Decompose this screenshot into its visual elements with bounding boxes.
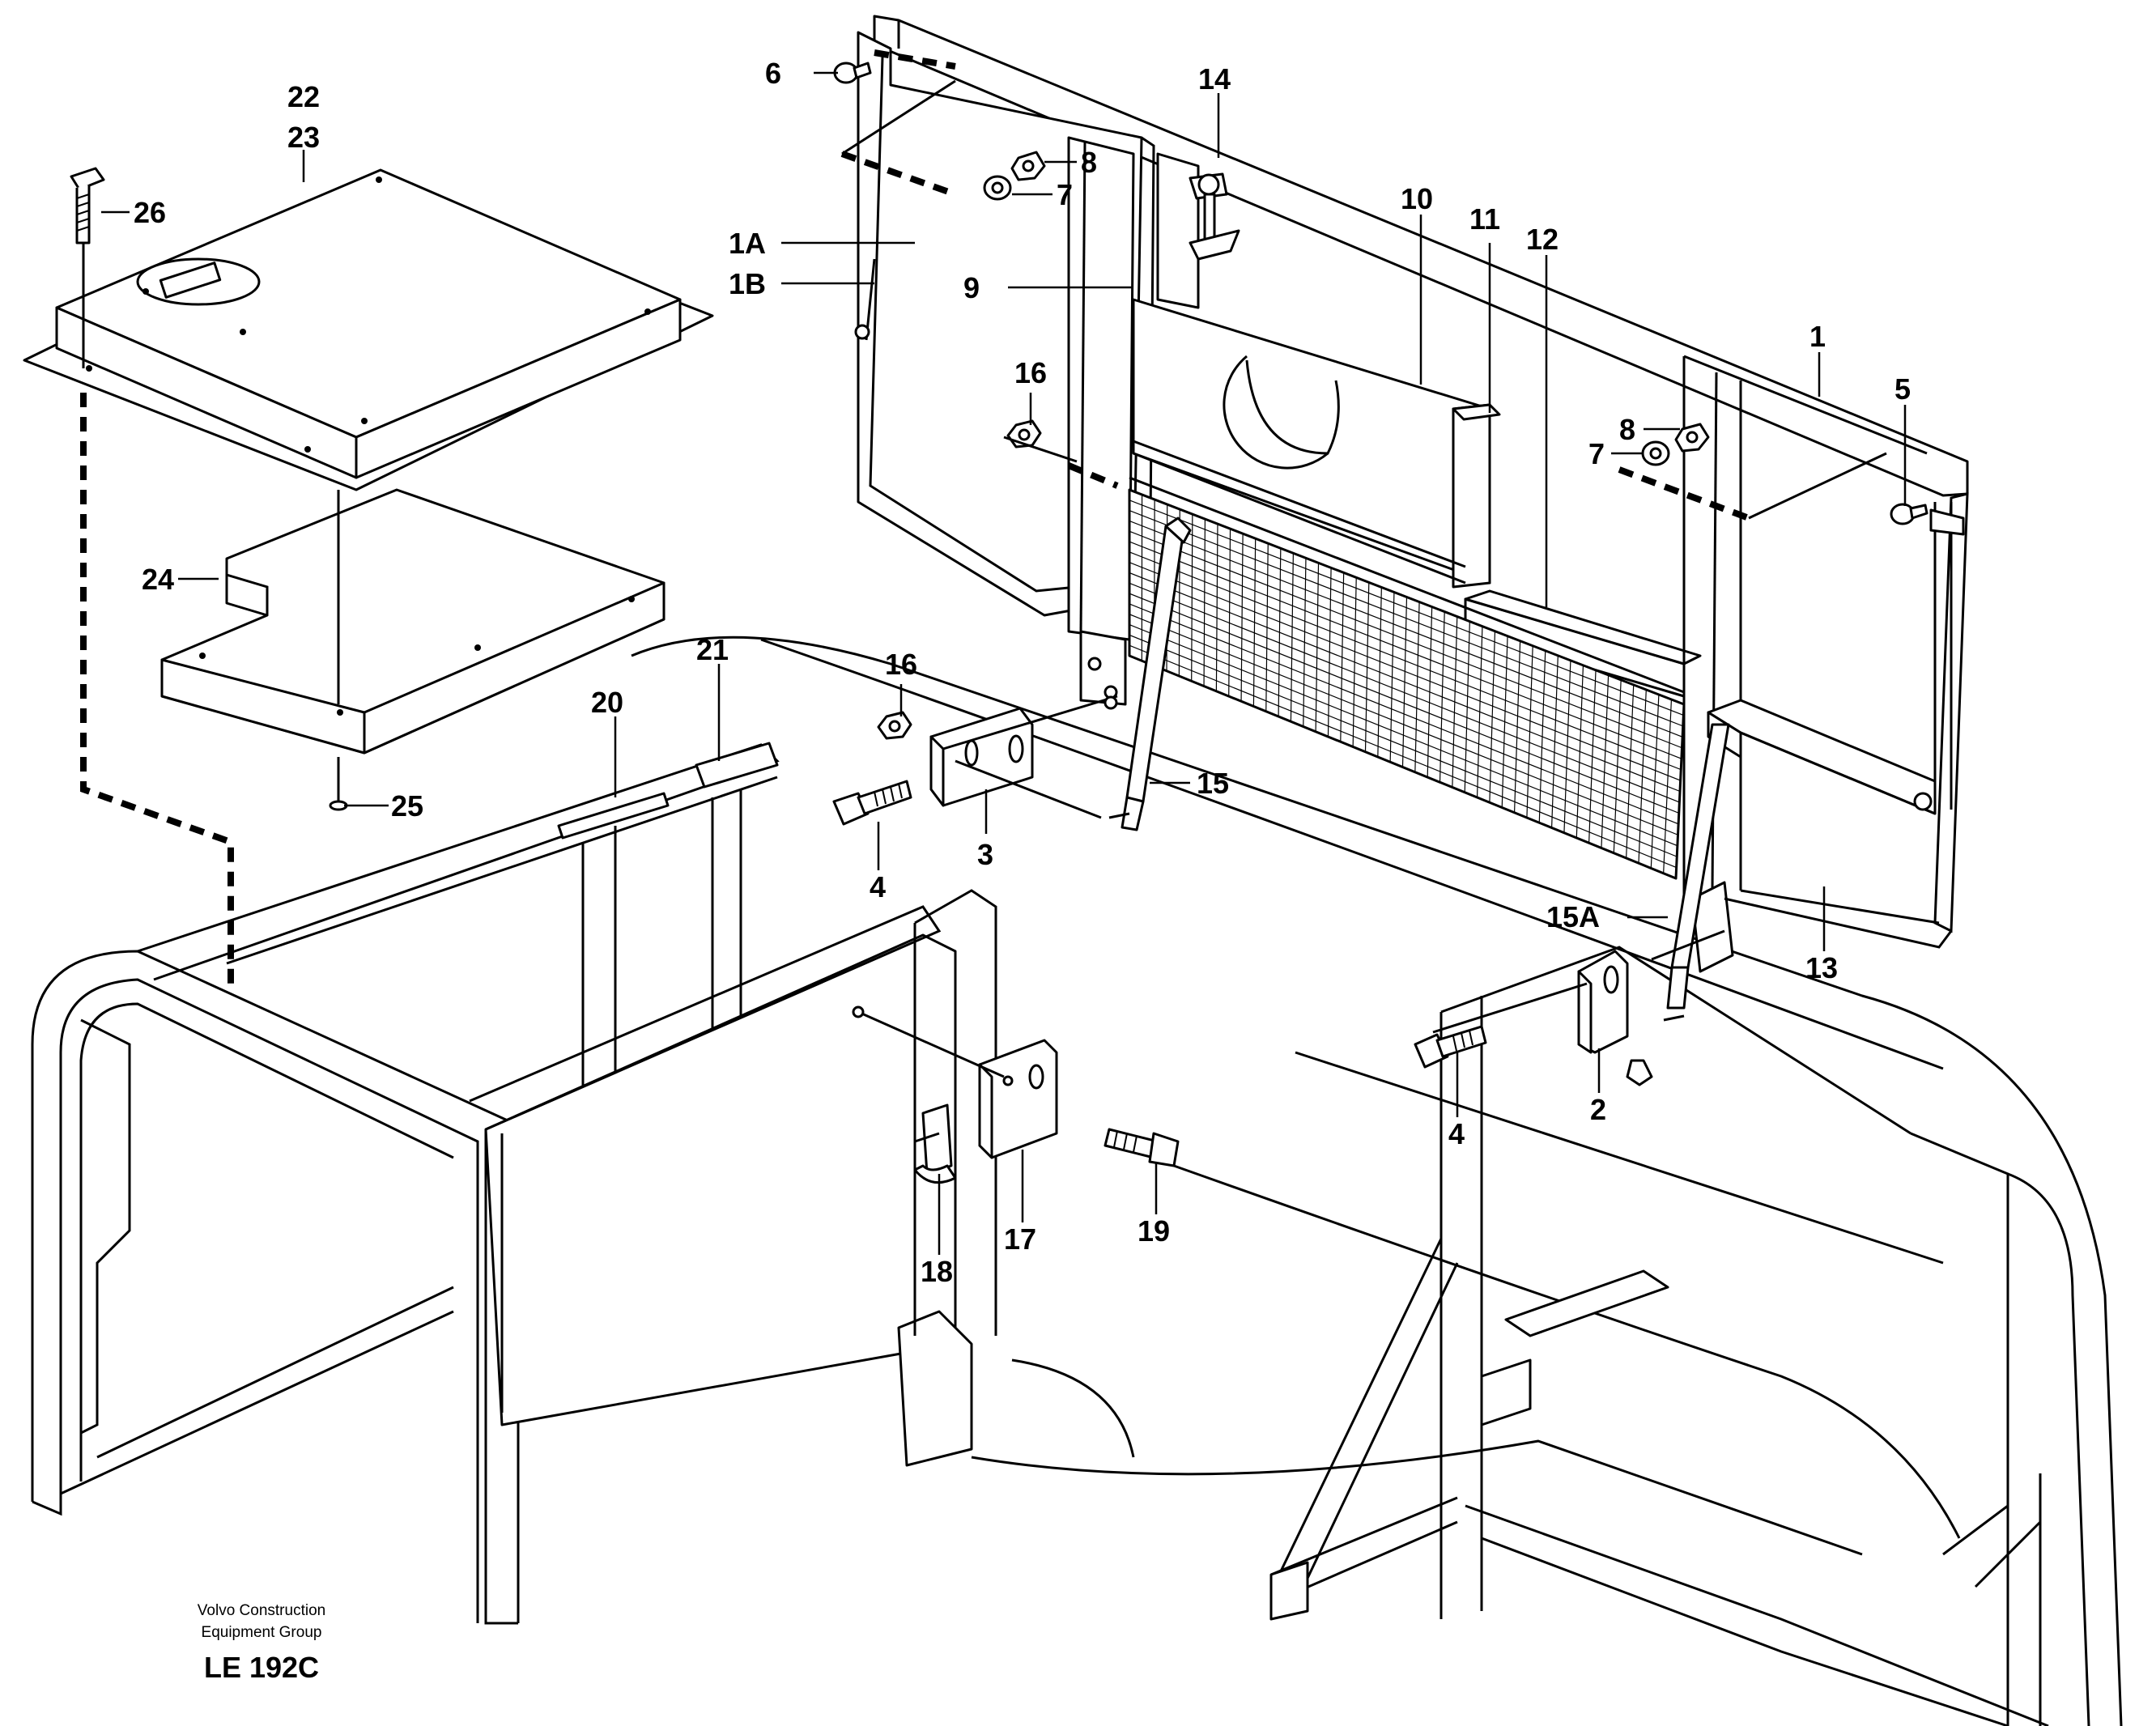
callout-16-upper: 16	[1014, 356, 1047, 389]
drawing-code: LE 192C	[204, 1651, 319, 1684]
mesh-line	[1129, 541, 1682, 759]
callout-labels: 22 23 26 24 25 20 21 6 8 7 1A 1B 14 9 10…	[134, 57, 1911, 1288]
alignment-dashed-7-left	[840, 151, 957, 198]
washer-nut-7-8-right	[1641, 423, 1710, 466]
callout-18: 18	[921, 1255, 953, 1288]
mesh-line	[1129, 603, 1679, 825]
callout-16-lower: 16	[885, 648, 917, 681]
callout-1: 1	[1809, 320, 1826, 353]
callout-8-right: 8	[1619, 413, 1635, 446]
callout-4-left: 4	[870, 870, 886, 903]
footer-company-line1: Volvo Construction	[198, 1602, 325, 1619]
callout-2: 2	[1590, 1093, 1606, 1126]
mesh-line	[1129, 644, 1677, 869]
alignment-dashed-6	[874, 49, 956, 70]
callout-15: 15	[1197, 767, 1229, 800]
bracket-3	[929, 695, 1118, 819]
clip-18	[913, 1103, 957, 1184]
mesh-line	[1129, 614, 1678, 835]
bolt-19	[1104, 1128, 1180, 1167]
callout-24: 24	[142, 563, 174, 596]
bolt-4-left	[832, 780, 912, 826]
mesh-line	[1129, 530, 1682, 749]
washer-nut-7-8-left	[983, 151, 1046, 201]
bracket-17	[852, 1005, 1058, 1159]
mesh-line	[1129, 634, 1678, 857]
callout-7-right: 7	[1588, 437, 1605, 470]
mesh-line	[1129, 520, 1683, 738]
mesh-line	[1129, 562, 1681, 781]
alignment-line-16	[1003, 436, 1078, 463]
callout-23: 23	[287, 121, 320, 154]
callout-7-left: 7	[1057, 178, 1073, 211]
alignment-line-5	[1748, 452, 1887, 520]
callout-10: 10	[1401, 182, 1433, 215]
callout-5: 5	[1894, 372, 1911, 406]
callout-1A: 1A	[729, 227, 766, 260]
callout-20: 20	[591, 686, 623, 719]
mesh-line	[1129, 551, 1682, 771]
callout-leaders	[101, 71, 1907, 1255]
callout-17: 17	[1004, 1222, 1036, 1256]
mesh-line	[1129, 572, 1681, 793]
top-cover-22-23	[23, 168, 714, 491]
callout-6: 6	[765, 57, 781, 90]
grille-mesh-lines	[1129, 495, 1684, 874]
callout-22: 22	[287, 80, 320, 113]
callout-11: 11	[1469, 202, 1500, 236]
callout-9: 9	[963, 271, 980, 304]
bolt-4-right	[1414, 1025, 1487, 1069]
alignment-dashed-26	[80, 393, 234, 984]
footer-company-line2: Equipment Group	[202, 1624, 322, 1641]
callout-8-left: 8	[1081, 146, 1097, 179]
callout-25: 25	[391, 789, 423, 823]
bolt-26	[70, 167, 105, 368]
footer: Volvo Construction Equipment Group LE 19…	[198, 1602, 325, 1684]
callout-19: 19	[1138, 1214, 1170, 1248]
callout-14: 14	[1198, 62, 1231, 96]
screw-5	[1890, 503, 1928, 525]
callout-3: 3	[977, 838, 993, 871]
callout-4-right: 4	[1448, 1117, 1465, 1150]
mesh-line	[1129, 593, 1679, 814]
callout-21: 21	[696, 633, 729, 666]
screw-25	[329, 757, 348, 811]
mesh-line	[1129, 510, 1683, 727]
alignment-dashed-16-left	[1067, 462, 1119, 489]
gas-strut-15	[1108, 517, 1192, 831]
mesh-line	[1129, 500, 1684, 716]
callout-12: 12	[1526, 223, 1559, 256]
callout-26: 26	[134, 196, 166, 229]
frame-structure	[31, 636, 2123, 1726]
gas-strut-15A	[1663, 723, 1730, 1022]
sub-panel-24	[160, 488, 666, 755]
mesh-line	[1129, 582, 1680, 803]
callout-13: 13	[1805, 951, 1838, 984]
screw-6	[833, 62, 872, 84]
alignment-line-6	[841, 79, 956, 155]
callout-15A: 15A	[1546, 900, 1600, 933]
callout-1B: 1B	[729, 267, 766, 300]
nut-16-center	[877, 711, 912, 740]
bracket-2	[1432, 929, 1725, 1086]
mesh-line	[1129, 624, 1678, 847]
